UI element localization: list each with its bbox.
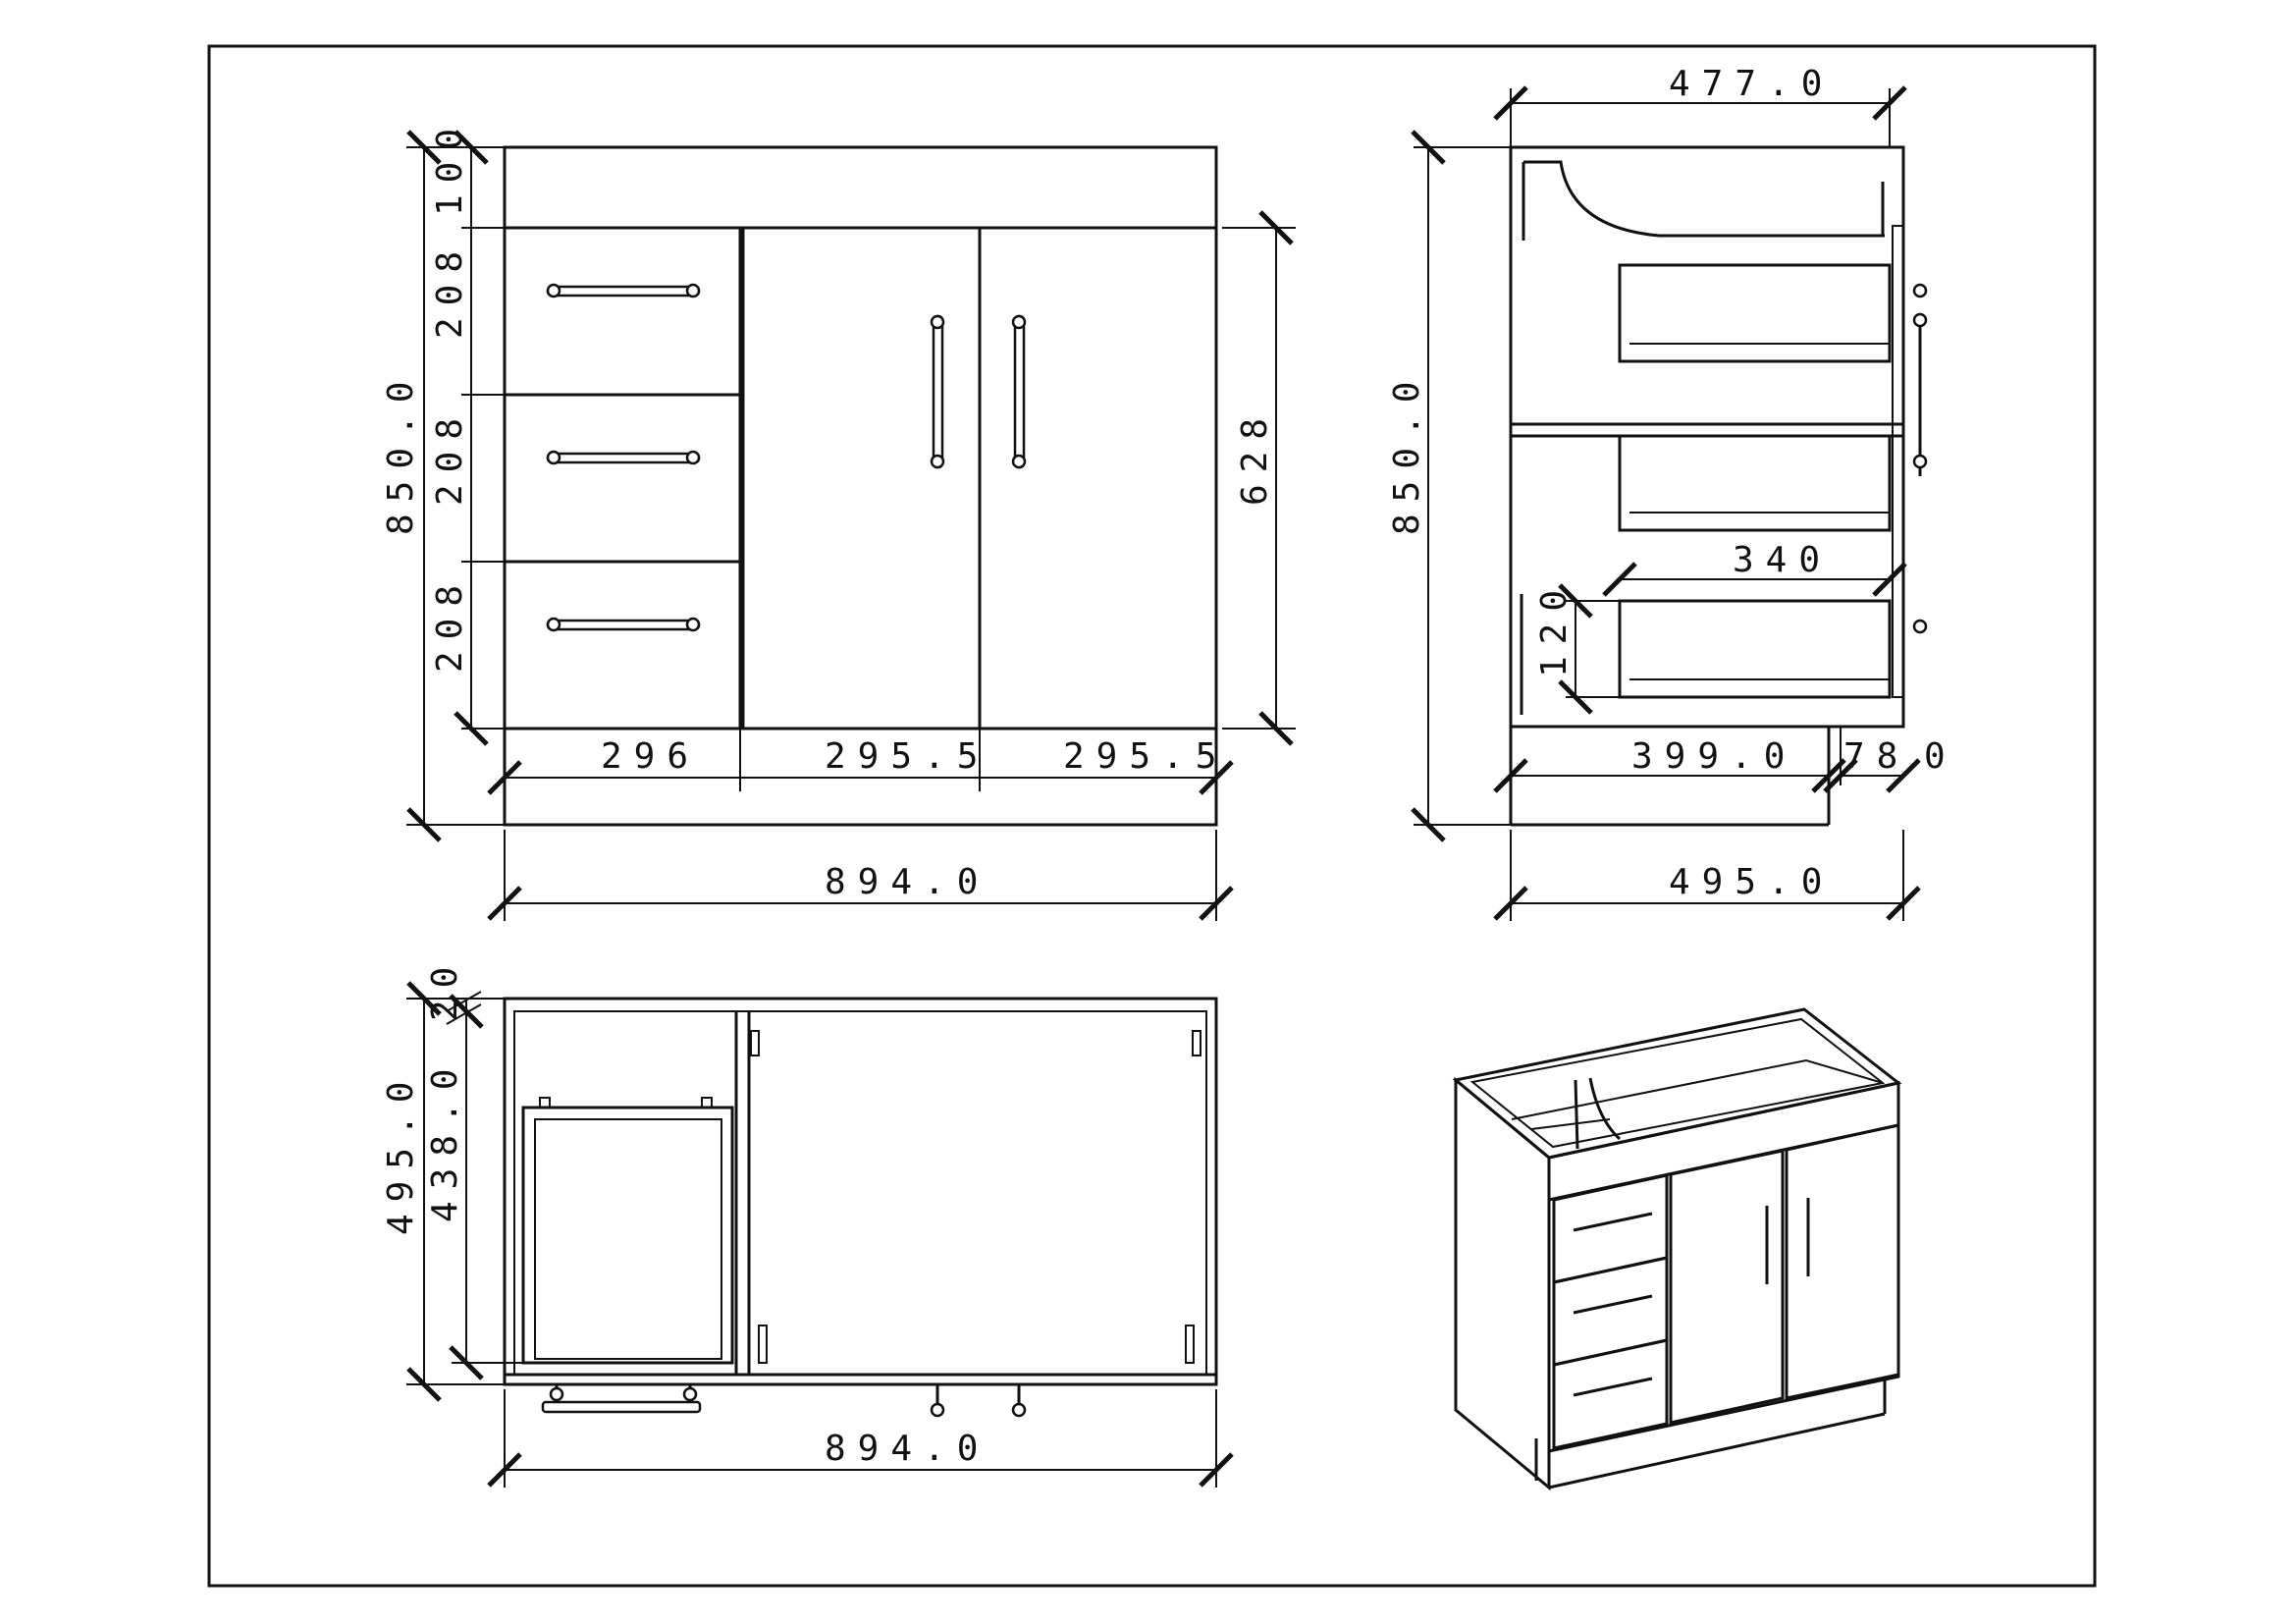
dim-side-height: 850.0 bbox=[1387, 370, 1427, 535]
dim-top-inner-depth: 438.0 bbox=[425, 1057, 465, 1222]
dim-front-drawer-3: 208 bbox=[430, 573, 470, 673]
front-drawer-3 bbox=[503, 560, 742, 730]
iso-drawer-1 bbox=[1552, 1173, 1669, 1284]
dim-front-drawer-width: 296 bbox=[601, 736, 700, 777]
front-view: 850.0 100 208 208 208 628 296 295.5 295.… bbox=[381, 117, 1296, 921]
dim-front-top-band: 100 bbox=[430, 117, 470, 216]
drawer-handle-icon bbox=[546, 450, 701, 465]
dim-side-top-depth: 477.0 bbox=[1669, 64, 1834, 104]
dim-front-door-2-width: 295.5 bbox=[1063, 736, 1228, 777]
drawer-handle-icon bbox=[546, 617, 701, 632]
side-drawer-box-3 bbox=[1618, 599, 1892, 699]
front-drawer-2 bbox=[503, 393, 742, 564]
isometric-view bbox=[1452, 1007, 1902, 1491]
iso-door-handle-icon bbox=[1765, 1198, 1810, 1284]
top-carcass bbox=[503, 997, 1218, 1386]
front-drawer-1 bbox=[503, 226, 742, 397]
drawing-frame bbox=[207, 44, 2097, 1588]
iso-door-2 bbox=[1785, 1123, 1900, 1400]
door-handle-icon bbox=[1011, 314, 1027, 469]
dim-side-drawer-side: 120 bbox=[1534, 578, 1575, 677]
dim-front-height: 850.0 bbox=[381, 370, 421, 535]
dim-front-drawer-1: 208 bbox=[430, 240, 470, 339]
door-handle-icon bbox=[930, 314, 945, 469]
top-door-handle-icon bbox=[930, 1384, 1027, 1418]
iso-drawer-2 bbox=[1552, 1256, 1669, 1367]
iso-drawer-3 bbox=[1552, 1338, 1669, 1450]
front-door-1 bbox=[741, 226, 982, 730]
side-drawer-box-1 bbox=[1618, 263, 1892, 363]
front-carcass bbox=[503, 145, 1218, 827]
dim-side-gap: 0 bbox=[1924, 736, 1957, 777]
drawer-handle-icon bbox=[546, 283, 701, 298]
dim-side-drawer-depth: 340 bbox=[1733, 540, 1832, 580]
top-drawer-box bbox=[521, 1106, 734, 1365]
top-drawer-handle-icon bbox=[541, 1384, 702, 1414]
iso-door-1 bbox=[1669, 1149, 1785, 1425]
dim-front-drawer-2: 208 bbox=[430, 406, 470, 506]
dim-side-door-thickness: 78 bbox=[1843, 736, 1909, 777]
iso-drawer-handle-icon bbox=[1573, 1212, 1653, 1397]
side-handle-icon bbox=[1912, 283, 1928, 634]
dim-top-width: 894.0 bbox=[825, 1429, 989, 1469]
front-door-2 bbox=[978, 226, 1218, 730]
dim-front-door-1-width: 295.5 bbox=[825, 736, 989, 777]
dim-side-body-depth: 399.0 bbox=[1631, 736, 1796, 777]
dim-front-width: 894.0 bbox=[825, 862, 989, 902]
side-view: 477.0 850.0 340 120 399.0 78 0 495.0 bbox=[1387, 64, 1957, 921]
top-view: 495.0 438.0 20 894.0 bbox=[381, 955, 1234, 1488]
dim-top-depth: 495.0 bbox=[381, 1070, 421, 1235]
dim-top-back-gap: 20 bbox=[425, 955, 465, 1021]
dim-front-door-height: 628 bbox=[1235, 406, 1275, 506]
dim-side-depth: 495.0 bbox=[1669, 862, 1834, 902]
side-drawer-box-2 bbox=[1618, 434, 1892, 532]
